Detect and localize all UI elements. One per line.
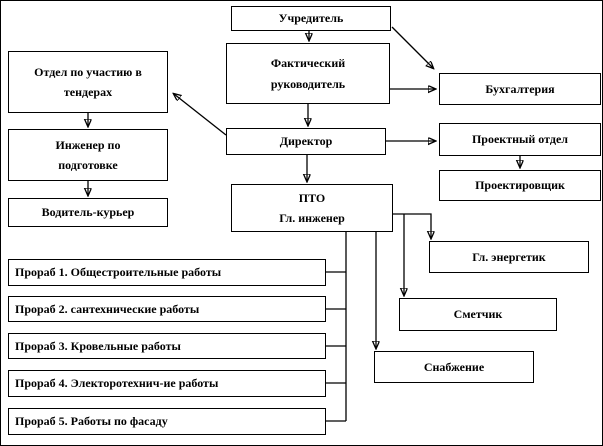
node-foreman-5: Прораб 5. Работы по фасаду — [8, 408, 326, 435]
node-project-dept: Проектный отдел — [439, 123, 601, 156]
edge-pto-to-chief-power — [393, 213, 431, 238]
node-foreman-3: Прораб 3. Кровельные работы — [8, 333, 326, 359]
node-designer: Проектировщик — [439, 170, 601, 201]
node-founder: Учредитель — [231, 6, 391, 31]
node-actual-manager: Фактический руководитель — [226, 43, 390, 104]
node-accounting: Бухгалтерия — [439, 73, 601, 105]
node-foreman-2: Прораб 2. сантехнические работы — [8, 296, 326, 322]
node-chief-power: Гл. энергетик — [429, 241, 589, 273]
edge-pto-to-foremen-trunk — [326, 232, 347, 422]
node-prep-engineer: Инженер по подготовке — [8, 129, 168, 181]
node-driver: Водитель-курьер — [8, 198, 168, 227]
edge-director-to-tender-dept — [174, 94, 227, 136]
node-foreman-1: Прораб 1. Общестроительные работы — [8, 259, 326, 286]
node-pto: ПТО Гл. инженер — [231, 184, 393, 232]
node-director: Директор — [226, 128, 386, 155]
node-supply: Снабжение — [374, 351, 534, 383]
edge-founder-to-accounting — [391, 26, 433, 68]
node-tender-dept: Отдел по участию в тендерах — [8, 51, 168, 113]
node-foreman-4: Прораб 4. Электоротехнич-ие работы — [8, 370, 326, 397]
node-estimator: Сметчик — [399, 298, 557, 331]
